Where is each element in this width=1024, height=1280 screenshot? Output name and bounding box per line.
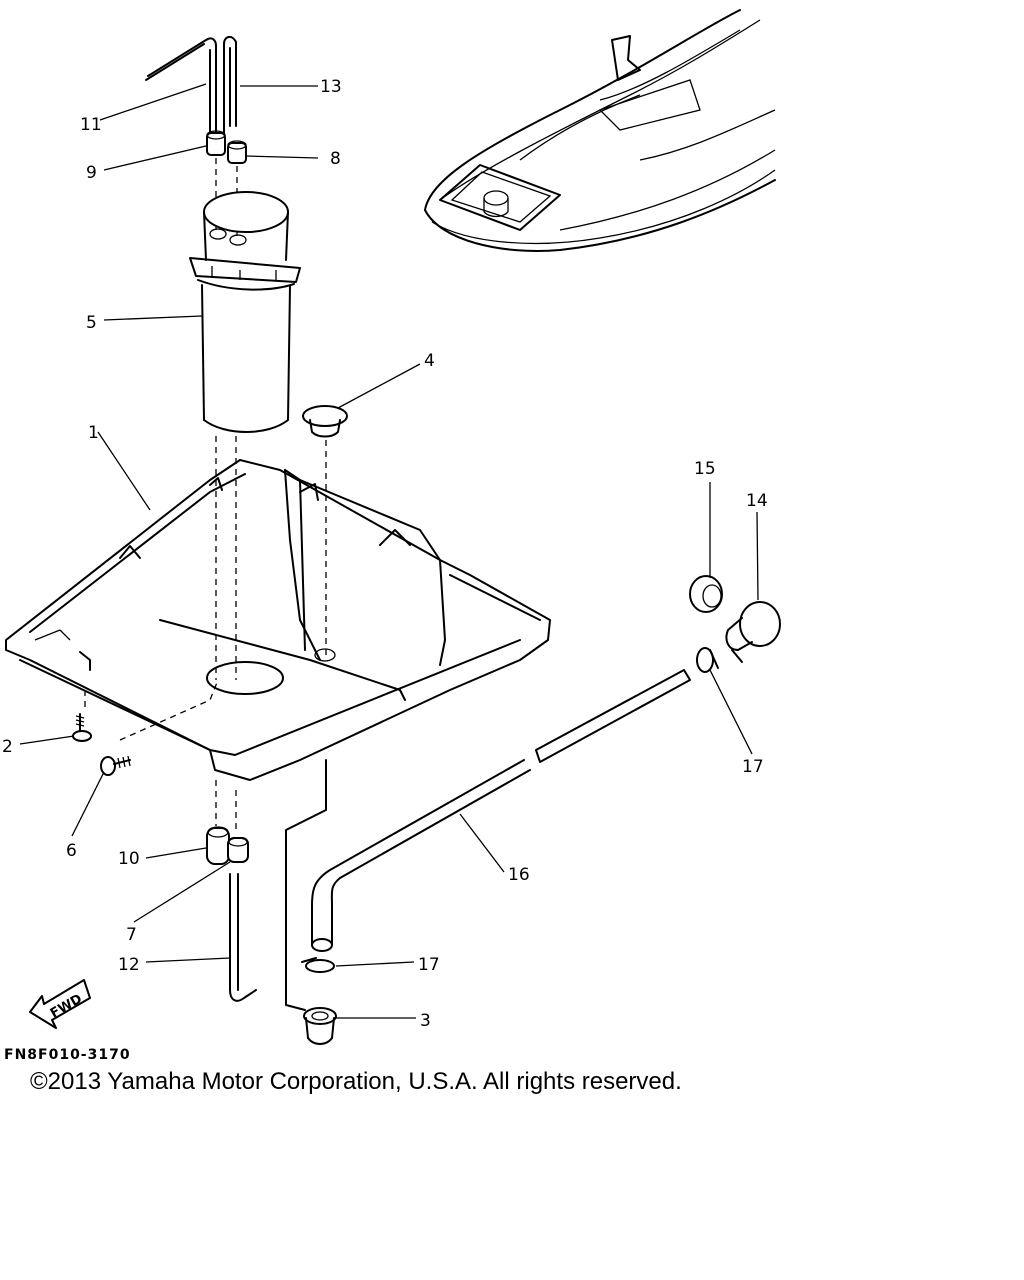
callout-14: 14	[746, 491, 768, 511]
callout-7: 7	[126, 925, 137, 945]
canister-5	[189, 191, 301, 433]
callout-16: 16	[508, 865, 530, 885]
callout-12: 12	[118, 955, 140, 975]
callout-2: 2	[2, 737, 13, 757]
screw-6	[100, 755, 131, 776]
callout-4: 4	[424, 351, 435, 371]
callout-6: 6	[66, 841, 77, 861]
parts-diagram: FWD 11 13 9 8 5 4 1 15 14 17 2 6 10	[2, 9, 781, 1045]
clamp-17-lower	[301, 957, 335, 973]
drawing-code: FN8F010-3170	[4, 1047, 131, 1063]
screw-2	[72, 713, 92, 742]
callout-10: 10	[118, 849, 140, 869]
callout-13: 13	[320, 77, 342, 97]
watercraft-hull-inset	[424, 9, 776, 252]
callout-5: 5	[86, 313, 97, 333]
cap-14	[725, 601, 781, 663]
fitting-7	[227, 837, 249, 863]
callout-17-lower: 17	[418, 955, 440, 975]
grommet-3	[303, 1007, 337, 1045]
callout-numbers: 11 13 9 8 5 4 1 15 14 17 2 6 10 7 12 16 …	[2, 77, 768, 1031]
tray-1	[5, 459, 551, 781]
callout-3: 3	[420, 1011, 431, 1031]
callout-8: 8	[330, 149, 341, 169]
fitting-9	[206, 130, 226, 156]
leader-lines	[19, 83, 759, 1019]
grommet-4	[302, 405, 348, 438]
hose-12	[229, 873, 257, 1002]
hose-11-13	[145, 36, 237, 141]
callout-11: 11	[80, 115, 102, 135]
hose-16	[311, 669, 691, 952]
fwd-arrow-icon: FWD	[29, 979, 91, 1029]
callout-17-upper: 17	[742, 757, 764, 777]
copyright-notice: ©2013 Yamaha Motor Corporation, U.S.A. A…	[30, 1068, 682, 1095]
callout-15: 15	[694, 459, 716, 479]
fitting-8	[227, 140, 247, 164]
clamp-17-upper	[696, 647, 719, 673]
grommet-15	[689, 575, 723, 613]
fitting-10	[206, 826, 230, 865]
callout-9: 9	[86, 163, 97, 183]
callout-1: 1	[88, 423, 99, 443]
